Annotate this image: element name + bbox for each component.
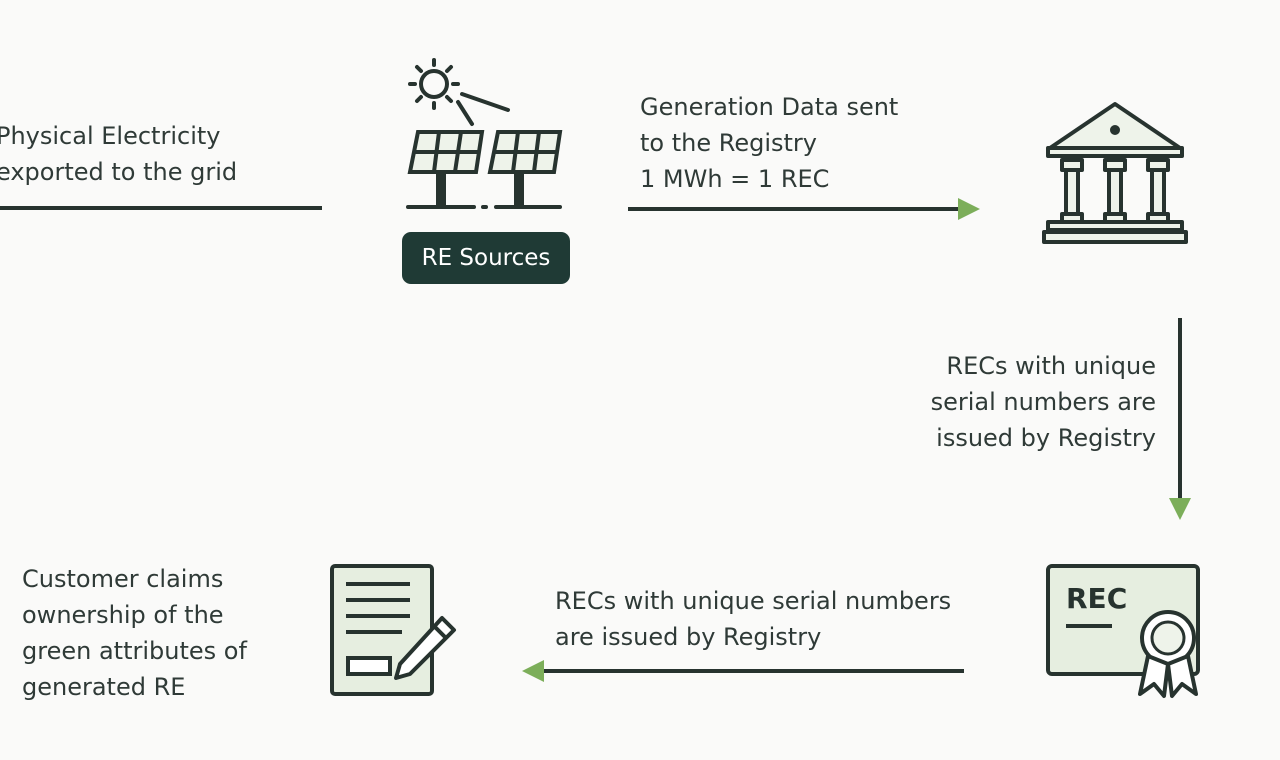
recs-issued-vertical-text: RECs with unique serial numbers are issu… (930, 352, 1156, 452)
grid-export-line (0, 206, 322, 210)
physical-electricity-text: Physical Electricity exported to the gri… (0, 122, 238, 186)
recs-issued-horizontal-text: RECs with unique serial numbers are issu… (555, 587, 952, 651)
generation-data-text: Generation Data sent to the Registry 1 M… (640, 93, 899, 193)
sun-icon (408, 58, 510, 126)
re-sources-badge: RE Sources (402, 232, 570, 284)
arrow-to-registry (628, 198, 980, 220)
rec-certificate-label: REC (1066, 582, 1127, 615)
customer-claims-text: Customer claims ownership of the green a… (22, 565, 247, 701)
document-pen-icon (330, 564, 456, 696)
arrow-to-certificate (1169, 318, 1191, 520)
registry-building-icon (1042, 102, 1188, 244)
solar-panel-icon (406, 58, 563, 209)
arrow-to-customer (522, 660, 964, 682)
rec-certificate-icon: REC (1046, 564, 1200, 698)
